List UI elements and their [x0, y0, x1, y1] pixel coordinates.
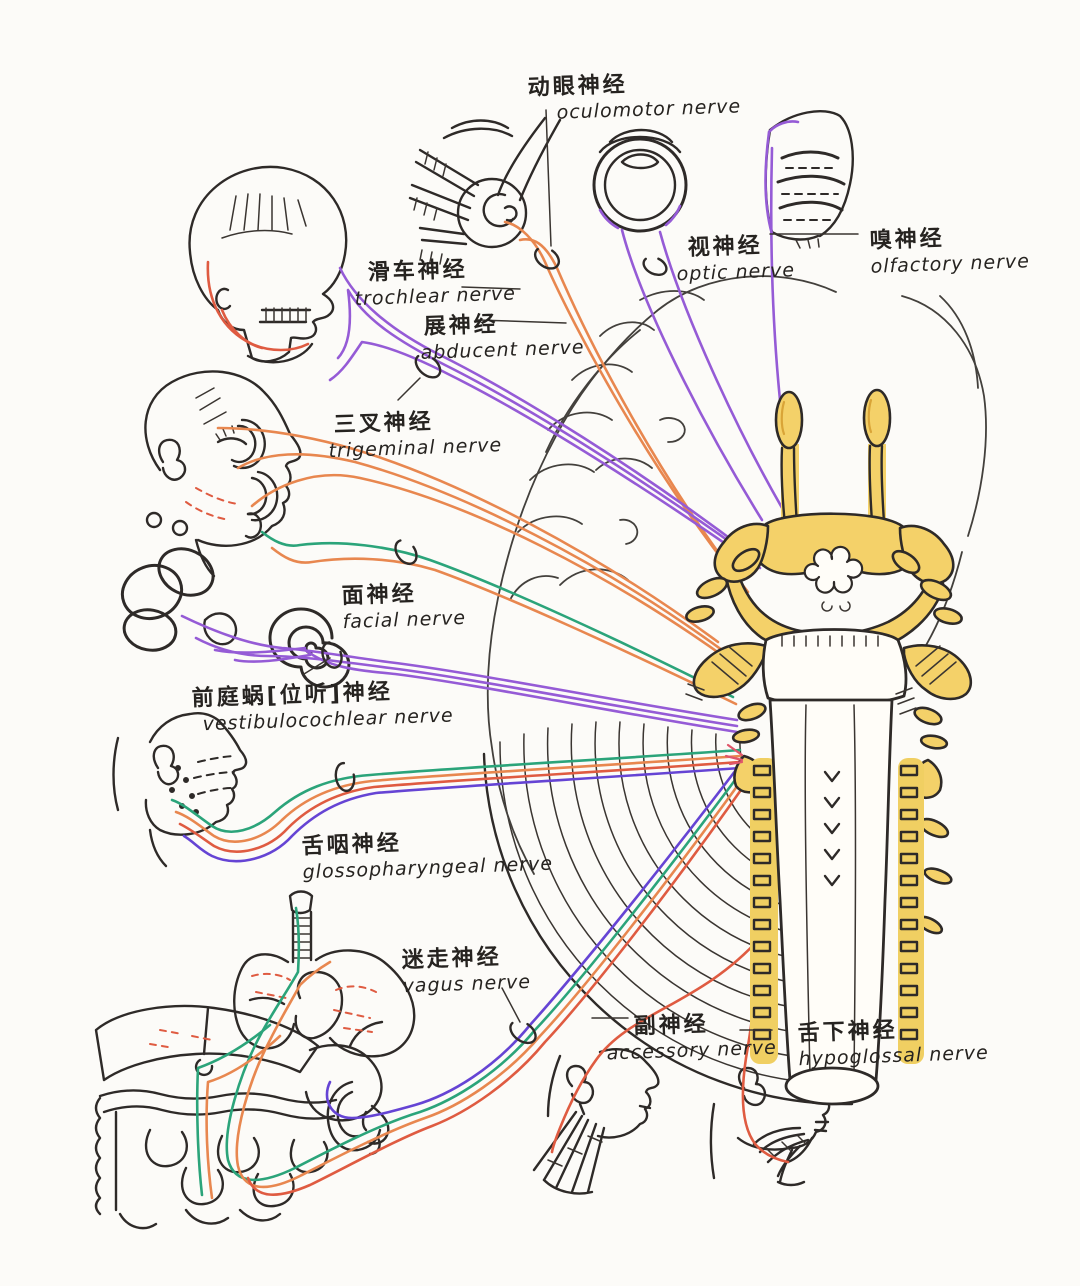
glossopharyngeal-nerve-lines [170, 748, 742, 863]
label-vagus: 迷走神经 vagus nerve [401, 938, 531, 997]
label-olfactory: 嗅神经 olfactory nerve [869, 217, 1030, 278]
label-olfactory-zh: 嗅神经 [869, 226, 946, 254]
label-hypoglossal-zh: 舌下神经 [797, 1017, 899, 1047]
brainstem-illustration [685, 388, 973, 1106]
trachea-lungs-heart-sketch [233, 890, 416, 1058]
nerve-root-convergence-mark [724, 743, 744, 766]
label-facial: 面神经 facial nerve [341, 574, 467, 634]
label-trochlear: 滑车神经 trochlear nerve [354, 249, 516, 310]
cerebrum-outline-sketch [486, 275, 987, 875]
label-hypoglossal: 舌下神经 hypoglossal nerve [797, 1009, 989, 1070]
label-abducent: 展神经 abducent nerve [420, 303, 585, 364]
label-accessory: 副神经 accessory nerve [606, 1004, 777, 1065]
label-trochlear-zh: 滑车神经 [367, 257, 469, 286]
olfactory-bulb-left [774, 390, 804, 450]
label-abducent-zh: 展神经 [423, 312, 500, 340]
label-accessory-zh: 副神经 [633, 1011, 710, 1040]
trigeminal-root-right [902, 644, 973, 701]
facial-nerve-lines [260, 530, 738, 706]
label-leader-lines [303, 109, 859, 1031]
accessory-nerve-line [550, 936, 762, 1154]
optic-chiasm [753, 512, 919, 576]
spinal-cord-cut-end [784, 1066, 880, 1106]
label-optic: 视神经 optic nerve [676, 226, 795, 285]
skull-sketch [188, 165, 348, 364]
label-trigeminal-zh: 三叉神经 [333, 409, 435, 438]
label-optic-zh: 视神经 [687, 233, 764, 261]
tuber-cinereum-cloud [803, 545, 864, 594]
vestibulocochlear-nerve-lines [180, 614, 739, 734]
trigeminal-root-left [692, 642, 768, 699]
label-oculomotor: 动眼神经 oculomotor nerve [527, 62, 741, 124]
label-vagus-zh: 迷走神经 [401, 944, 503, 974]
label-trigeminal: 三叉神经 trigeminal nerve [328, 401, 502, 462]
label-optic-en: optic nerve [676, 259, 796, 286]
trigeminal-nerve-lines [216, 426, 728, 660]
label-vagus-en: vagus nerve [402, 970, 532, 998]
neck-muscles-head-sketch [532, 1048, 660, 1195]
eyeball-ring-sketch [592, 128, 688, 233]
label-vestibulocochlear: 前庭蜗[位听]神经 vestibulocochlear nerve [191, 671, 454, 736]
label-glossopharyngeal: 舌咽神经 glossopharyngeal nerve [301, 820, 553, 883]
nerve-cut-marks [321, 246, 668, 1045]
vagus-nerve-lines [195, 760, 750, 1200]
extraocular-muscles-sketch [408, 116, 562, 265]
pons [761, 628, 908, 707]
label-facial-zh: 面神经 [341, 581, 418, 610]
parotid-head-sketch [112, 712, 248, 868]
trochlear-abducent-nerve-lines [328, 266, 762, 570]
label-facial-en: facial nerve [342, 606, 467, 634]
abdominal-viscera-sketch [94, 1004, 390, 1230]
nerve-pathway-lines [170, 146, 797, 1200]
facial-muscles-head-sketch [144, 370, 302, 578]
optic-nerve-lines [620, 228, 797, 532]
